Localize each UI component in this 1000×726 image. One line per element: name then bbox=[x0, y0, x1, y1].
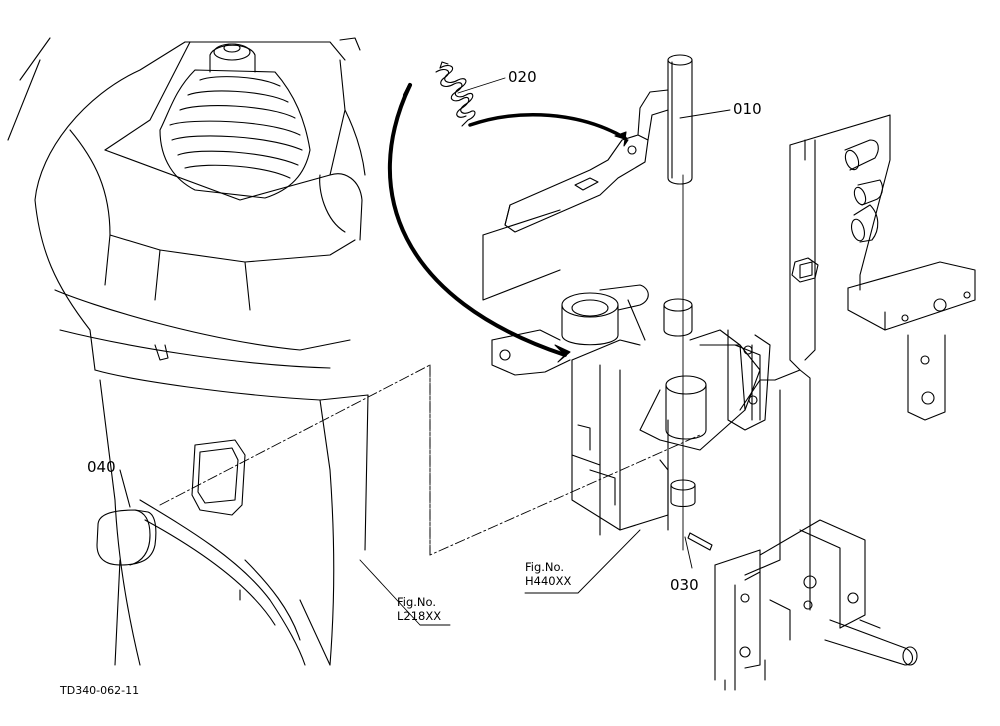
assembly-arrows bbox=[388, 83, 629, 363]
part-label-040: 040 bbox=[87, 458, 116, 476]
leader-lines bbox=[159, 77, 731, 626]
center-bracket bbox=[482, 209, 771, 551]
part-010-shaft bbox=[504, 54, 693, 233]
part-040-cap bbox=[96, 469, 157, 566]
fig-ref-h-prefix: Fig.No. bbox=[525, 560, 565, 574]
joystick-console bbox=[7, 37, 369, 666]
fig-ref-l: Fig.No. L218XX bbox=[397, 595, 441, 623]
part-020-spring bbox=[435, 61, 476, 127]
drawing-id: TD340-062-11 bbox=[60, 684, 140, 697]
part-label-020: 020 bbox=[508, 68, 537, 86]
fig-ref-h-code: H440XX bbox=[525, 574, 572, 588]
part-label-010: 010 bbox=[733, 100, 762, 118]
fig-ref-l-code: L218XX bbox=[397, 609, 442, 623]
fig-ref-l-prefix: Fig.No. bbox=[397, 595, 437, 609]
part-label-030: 030 bbox=[670, 576, 699, 594]
fig-ref-h: Fig.No. H440XX bbox=[525, 560, 571, 588]
right-frame bbox=[714, 114, 976, 691]
